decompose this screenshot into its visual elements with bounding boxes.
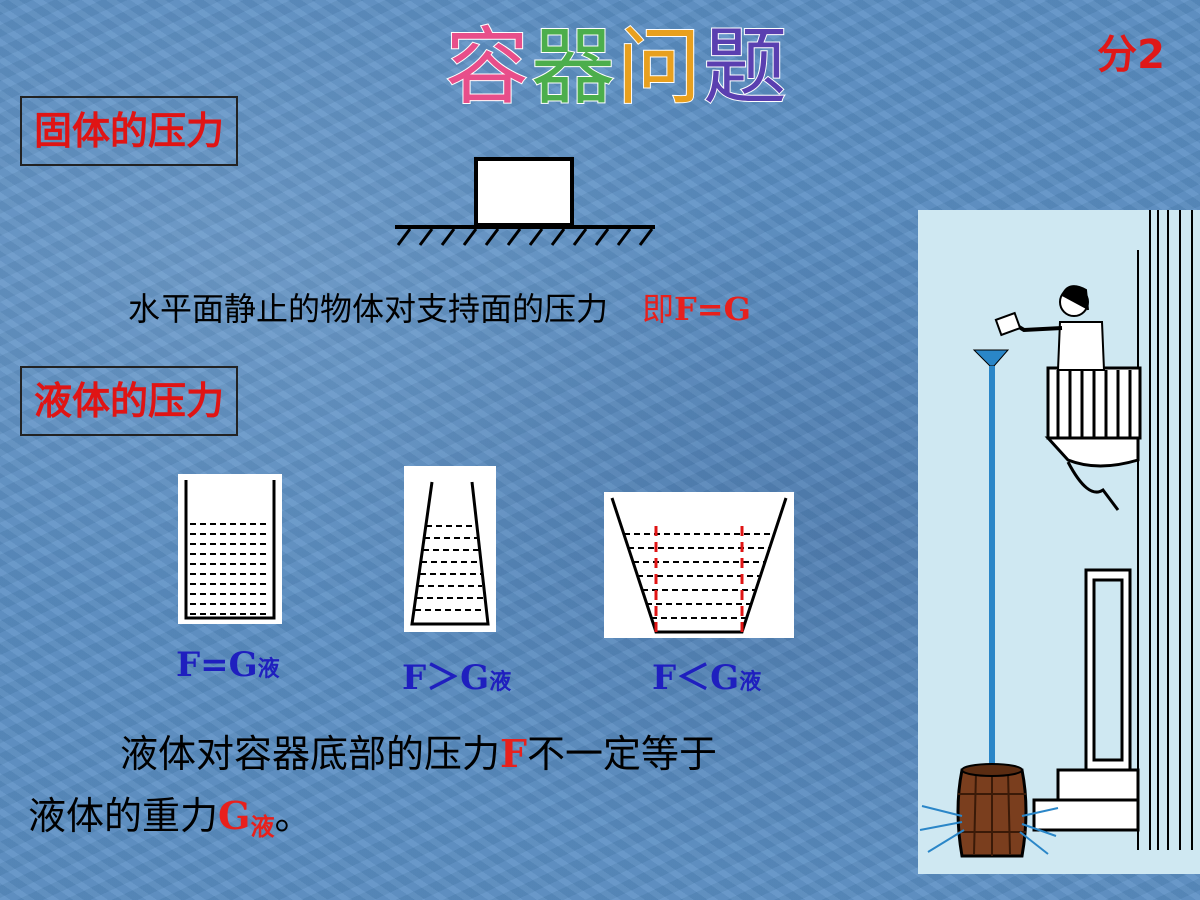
container-straight-liquid xyxy=(190,523,270,615)
solid-block-diagram xyxy=(395,157,655,246)
conclusion-text-2: 不一定等于 xyxy=(527,732,718,776)
woman-figure xyxy=(994,285,1106,371)
title-char-3: 问 xyxy=(616,17,704,117)
label-sub: 液 xyxy=(489,669,512,695)
page-label: 分2 xyxy=(1097,32,1165,78)
label-sub: 液 xyxy=(739,669,762,695)
container-narrow-liquid xyxy=(415,525,485,611)
container-straight xyxy=(178,474,282,624)
title-char-4: 题 xyxy=(702,17,790,117)
ground-hatching xyxy=(396,228,654,246)
container-straight-walls xyxy=(184,480,276,620)
label-main: F=G xyxy=(176,645,258,685)
container-narrow-label: F＞G液 xyxy=(402,650,511,699)
conclusion-text-3: 液体的重力 xyxy=(28,794,219,838)
section-solid-label: 固体的压力 xyxy=(20,96,239,166)
container-straight-label: F=G液 xyxy=(176,645,280,685)
solid-block xyxy=(474,157,574,227)
conclusion-line-1: 液体对容器底部的压力F不一定等于 xyxy=(120,724,717,784)
barrel xyxy=(956,763,1028,858)
container-wide-walls xyxy=(610,497,788,634)
container-narrow-walls xyxy=(410,481,490,626)
solid-rule-prefix: 即 xyxy=(642,290,675,328)
section-liquid-label: 液体的压力 xyxy=(20,366,239,436)
label-main: F＜G xyxy=(652,658,740,698)
conclusion-line-2: 液体的重力G液。 xyxy=(28,786,312,857)
label-main: F＞G xyxy=(402,658,490,698)
container-narrow-bottom xyxy=(404,466,496,632)
conclusion-text: 液体对容器底部的压力 xyxy=(120,732,501,776)
title-char-1: 容 xyxy=(444,17,532,117)
solid-rule-formula: F=G xyxy=(674,290,751,328)
solid-rule-text: 水平面静止的物体对支持面的压力 xyxy=(128,290,609,328)
container-wide-top xyxy=(604,492,794,638)
building-wall xyxy=(1137,210,1193,850)
water-tube xyxy=(989,366,995,766)
page-title: 容器问题 xyxy=(444,12,788,122)
label-sub: 液 xyxy=(257,656,280,682)
container-wide-label: F＜G液 xyxy=(652,650,761,699)
conclusion-F: F xyxy=(500,731,527,776)
conclusion-G-sub: 液 xyxy=(250,812,275,841)
lower-building xyxy=(1032,568,1140,832)
conclusion-period: 。 xyxy=(274,794,313,838)
solid-rule: 水平面静止的物体对支持面的压力即F=G xyxy=(128,284,751,330)
water-spray xyxy=(919,805,1059,855)
balcony xyxy=(1044,366,1142,511)
container-wide-guides xyxy=(654,526,744,632)
illustration-background xyxy=(918,210,1200,874)
pascal-barrel-illustration xyxy=(918,210,1200,874)
conclusion-G: G xyxy=(218,793,251,838)
title-char-2: 器 xyxy=(530,17,618,117)
